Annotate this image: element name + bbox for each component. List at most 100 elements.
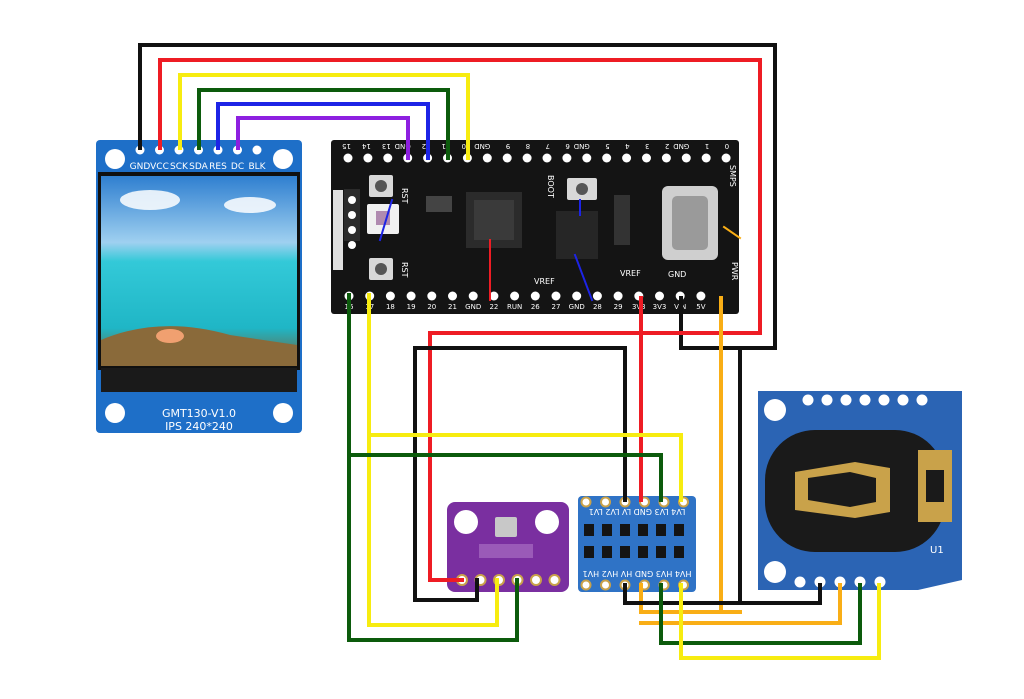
mcu-bottom-pin-label: GND	[465, 303, 481, 311]
rtc-pin	[854, 576, 866, 588]
mcu-top-pin-label: 4	[625, 142, 630, 150]
pressure-sensor-module	[447, 502, 569, 592]
rst-label: RST	[400, 188, 409, 204]
mcu-pin	[343, 153, 353, 163]
wire-black-gnd-ls-hv	[623, 583, 742, 605]
ls-component	[674, 524, 684, 536]
sensor-components	[479, 544, 533, 558]
ls-components	[584, 524, 684, 558]
wire-green-sda-sensor	[347, 293, 519, 642]
mcu-top-pin-label: 3	[645, 142, 649, 150]
mcu-top-pin-label: 1	[705, 142, 709, 150]
mcu-pin	[510, 291, 520, 301]
mcu-pcb	[331, 140, 739, 314]
ls-top-labels: LV4 LV3 GND LV LV2 LV1	[589, 507, 686, 516]
mcu-pin	[582, 153, 592, 163]
mcu-top-pin-label: 7	[546, 142, 550, 150]
rtc-pin	[821, 394, 833, 406]
mount-hole	[105, 403, 125, 423]
mcu-pin	[482, 153, 492, 163]
rtc-pin	[802, 394, 814, 406]
mcu-top-pin-label: 6	[565, 142, 570, 150]
mcu-pin	[502, 153, 512, 163]
mcu-pin	[348, 241, 356, 249]
level-shifter-module: LV4 LV3 GND LV LV2 LV1 HV4 HV3 GND HV HV…	[578, 496, 696, 592]
mcu-pin	[385, 291, 395, 301]
mcu-pin	[642, 153, 651, 163]
mcu-top-pin-label: 2	[665, 142, 669, 150]
mount-hole	[454, 510, 478, 534]
wire-purple-dc	[236, 116, 410, 160]
mcu-pin	[542, 153, 552, 163]
ls-component	[674, 546, 684, 558]
wire-green-hv2-rtc	[659, 583, 862, 645]
mount-hole	[535, 510, 559, 534]
wire-red-vcc	[158, 58, 762, 582]
wire-black-gnd-ls	[413, 346, 627, 602]
ls-pin	[580, 496, 592, 508]
tft-model-label: GMT130-V1.0	[162, 407, 236, 420]
mcu-pin	[721, 153, 731, 163]
rtc-pin	[794, 576, 806, 588]
trace	[378, 198, 394, 242]
tft-spec-label: IPS 240*240	[165, 420, 233, 433]
ls-component	[638, 546, 648, 558]
tft-pin	[252, 145, 262, 155]
mcu-top-pin-label: 9	[506, 142, 510, 150]
button-cap	[375, 180, 387, 192]
mount-hole	[764, 399, 786, 421]
mount-hole	[273, 149, 293, 169]
rtc-pin	[859, 394, 871, 406]
mcu-bottom-pin-label: 26	[531, 303, 540, 311]
rst-label-2: RST	[400, 262, 409, 278]
mcu-bottom-pin-label: 5V	[696, 303, 705, 311]
tft-pin-label: SCK	[170, 162, 189, 172]
cloud	[224, 197, 276, 213]
sensor-pin	[548, 574, 561, 586]
mcu-top-pin-label: 13	[382, 142, 391, 150]
rtc-pin	[916, 394, 928, 406]
wire-blue-res	[216, 102, 430, 160]
ls-pin	[600, 496, 611, 508]
mcu-pin	[622, 153, 632, 163]
mcu-pin	[383, 153, 393, 163]
mcu-pin	[551, 291, 561, 301]
rocks	[101, 326, 297, 366]
mcu-pin	[522, 153, 532, 163]
mcu-pin	[613, 291, 623, 301]
trace	[573, 253, 594, 302]
mcu-pin	[489, 291, 499, 301]
ls-component	[620, 546, 630, 558]
mcu-edge-notch	[333, 190, 343, 270]
wire-black-gnd-rtc	[738, 346, 822, 605]
ls-pin	[580, 579, 592, 591]
vref-label-2: VREF	[620, 269, 641, 278]
ls-component	[602, 546, 612, 558]
mcu-top-pin-label: 0	[725, 142, 729, 150]
tft-pin-label: GND	[130, 162, 151, 172]
button-cap	[576, 183, 588, 195]
rtc-pin	[878, 394, 890, 406]
sensor-chip	[495, 517, 517, 537]
wire-green-sda	[197, 88, 450, 160]
ls-top-pin-row	[580, 496, 689, 508]
ls-pin	[600, 579, 611, 591]
mcu-top-pin-label: GND	[395, 142, 411, 150]
mcu-top-pin-label: 8	[526, 142, 530, 150]
ls-component	[602, 524, 612, 536]
mcu-top-pin-label: 15	[342, 142, 351, 150]
sensor-pin	[530, 574, 542, 586]
cloud	[120, 190, 180, 210]
mcu-pin	[562, 153, 572, 163]
ls-component	[656, 546, 666, 558]
mcu-bottom-pin-label: 21	[448, 303, 457, 311]
mcu-bottom-pin-label: 27	[552, 303, 561, 311]
mcu-pin	[427, 291, 437, 301]
mcu-pin	[348, 226, 356, 234]
mcu-pin	[348, 211, 356, 219]
gnd-label: GND	[668, 270, 686, 279]
